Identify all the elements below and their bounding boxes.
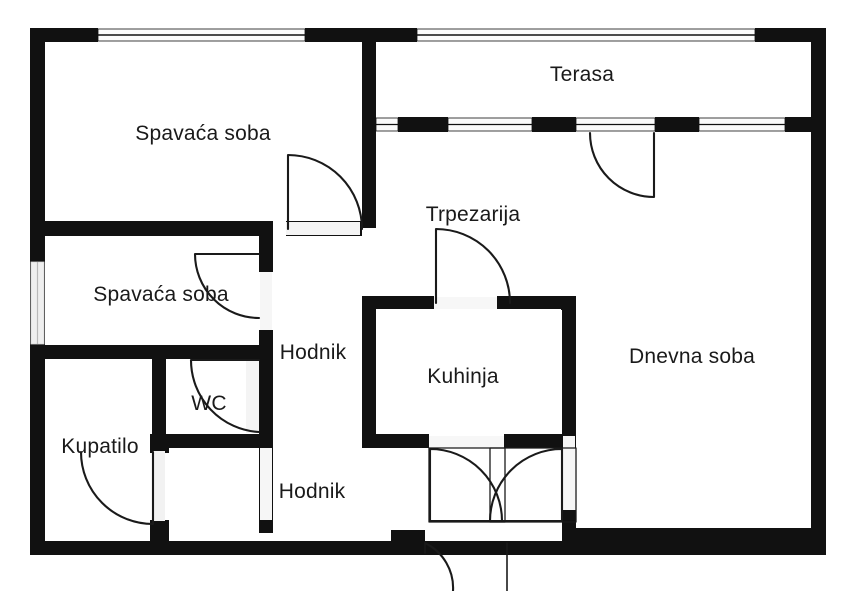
- bedroom2-right-wall-upper: [259, 236, 273, 272]
- exterior-wall-top-left: [30, 28, 98, 42]
- room-label-kuhinja: Kuhinja: [427, 365, 499, 388]
- door-gap-bedroom1: [286, 222, 360, 235]
- room-label-wc: WC: [191, 392, 227, 415]
- wc-bottom-wall: [166, 434, 273, 448]
- door-bathroom: [79, 450, 155, 526]
- living-bottom-wall: [562, 528, 811, 542]
- exterior-wall-right: [811, 28, 826, 555]
- room-label-hodnik-1: Hodnik: [279, 341, 347, 364]
- door-bedroom1: [286, 153, 364, 231]
- kitchen-top-wall-left: [362, 296, 434, 310]
- door-gap-living: [563, 436, 575, 510]
- room-label-hodnik-2: Hodnik: [278, 480, 346, 503]
- terrace-front-wall-d: [785, 117, 811, 132]
- door-gap-wc: [246, 360, 259, 433]
- living-door-jamb-outline: [489, 447, 577, 523]
- bathroom-bottom-wall-stub: [150, 434, 169, 453]
- bedroom1-bottom-wall: [30, 221, 273, 236]
- exterior-wall-top-right: [755, 28, 826, 42]
- exterior-wall-bottom: [30, 541, 826, 555]
- room-label-trpezarija: Trpezarija: [425, 203, 521, 226]
- kitchen-left-wall: [362, 296, 376, 448]
- bedroom2-bottom-wall: [30, 345, 260, 359]
- kitchen-right-wall: [562, 296, 576, 448]
- door-terrace: [588, 131, 656, 199]
- room-label-terasa: Terasa: [549, 63, 615, 86]
- room-label-spavaca-soba-2: Spavaća soba: [93, 283, 229, 306]
- exterior-wall-top-mid: [305, 28, 417, 42]
- doors-layer: [79, 131, 656, 591]
- door-gap-corridor: [260, 272, 272, 330]
- kitchen-bottom-wall-right: [504, 434, 576, 448]
- terrace-front-wall-a: [398, 117, 448, 132]
- door-gap-kitchen-top: [434, 297, 497, 309]
- kitchen-bottom-wall-left: [362, 434, 429, 448]
- room-label-spavaca-soba-1: Spavaća soba: [135, 122, 271, 145]
- terrace-front-wall-b: [532, 117, 576, 132]
- door-gap-bathroom: [153, 451, 165, 521]
- door-gap-kitchen-bot: [429, 436, 504, 448]
- bedroom2-right-wall-lower: [259, 330, 273, 358]
- kitchen-door-jamb-outline: [428, 447, 506, 523]
- kitchen-top-wall-right: [497, 296, 576, 310]
- entry-wall-stub: [391, 530, 425, 542]
- kitchen-counter-hatch: [376, 309, 561, 314]
- walls-layer: [30, 28, 826, 555]
- bathroom-door-jamb: [150, 520, 169, 541]
- door-bedroom2: [193, 252, 261, 320]
- door-gap-hall: [260, 448, 272, 520]
- door-trpezarija: [434, 227, 512, 305]
- terrace-divider-wall: [362, 28, 376, 228]
- terrace-front-wall-c: [655, 117, 699, 132]
- windows-layer: [30, 28, 786, 521]
- door-living: [488, 447, 564, 523]
- bathroom-right-wall: [152, 359, 166, 436]
- room-label-kupatilo: Kupatilo: [61, 435, 139, 458]
- door-wc: [189, 358, 261, 434]
- room-label-dnevna-soba: Dnevna soba: [629, 345, 755, 368]
